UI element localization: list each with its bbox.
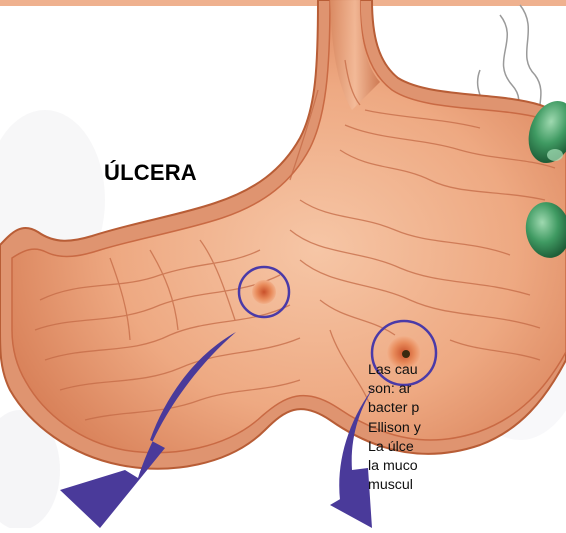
caption-line: muscul — [368, 476, 566, 495]
ulcer-title: ÚLCERA — [104, 160, 197, 186]
ulcer-crater — [402, 350, 410, 358]
caption-line: son: ar — [368, 380, 566, 399]
caption-line: Ellison y — [368, 419, 566, 438]
ulcer-lesion-small — [252, 280, 276, 304]
caption-line: bacter p — [368, 399, 566, 418]
caption-line: Las cau — [368, 361, 566, 380]
caption-line: la muco — [368, 457, 566, 476]
top-band — [0, 0, 566, 6]
caption-text: Las cau son: ar bacter p Ellison y La úl… — [368, 361, 566, 528]
caption-line: La úlce — [368, 438, 566, 457]
